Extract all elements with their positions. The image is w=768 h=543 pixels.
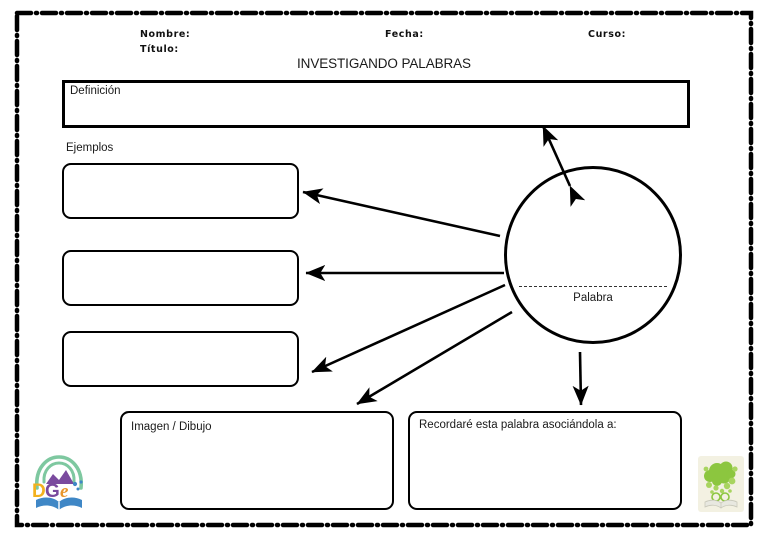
label-curso: Curso: [588,29,627,40]
example-box-3[interactable] [62,331,299,387]
svg-text:D: D [32,481,46,502]
svg-text:e: e [60,481,69,502]
arrow-association-box [572,351,589,406]
image-drawing-box[interactable] [120,411,394,510]
arrow-example-1 [302,188,501,238]
example-box-1[interactable] [62,163,299,219]
label-fecha: Fecha: [385,29,424,40]
circle-divider-line [519,286,667,287]
image-drawing-label: Imagen / Dibujo [131,421,212,433]
word-circle[interactable] [504,166,682,344]
association-box[interactable] [408,411,682,510]
svg-text:G: G [45,481,60,502]
example-box-2[interactable] [62,250,299,306]
arrow-image-box [356,310,513,406]
definition-box[interactable] [62,80,690,128]
association-label: Recordaré esta palabra asociándola a: [419,419,617,431]
examples-label: Ejemplos [66,142,114,154]
page-title: INVESTIGANDO PALABRAS [297,56,471,71]
tree-book-logo [698,456,744,512]
definition-label: Definición [70,85,121,97]
label-nombre: Nombre: [140,29,191,40]
circle-word-label: Palabra [573,292,613,304]
label-titulo: Título: [140,44,179,55]
dge-logo: D G e [32,455,83,510]
arrow-example-3 [311,283,506,374]
